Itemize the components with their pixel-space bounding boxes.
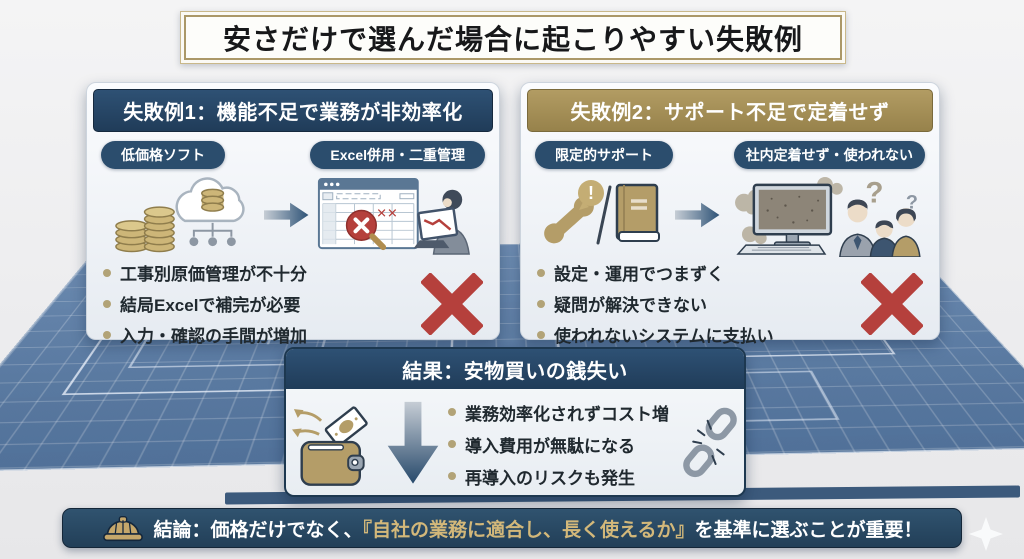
network-nodes xyxy=(189,237,236,247)
conclusion-banner: 結論：価格だけでなく、『自社の業務に適合し、長く使えるか』を基準に選ぶことが重要… xyxy=(62,508,962,548)
bullet-text: 導入費用が無駄になる xyxy=(465,436,635,456)
bullet-dot xyxy=(448,440,456,448)
failure2-tag-left: 限定的サポート xyxy=(535,141,673,169)
error-marks: ✕✕ xyxy=(376,205,398,220)
result-panel: 結果：安物買いの銭失い xyxy=(284,347,746,497)
unused-system-icon: ? ? xyxy=(735,177,921,257)
bullet-dot xyxy=(103,268,111,277)
bullet-text: 結局Excelで補完が必要 xyxy=(120,296,301,315)
arrow-right-icon xyxy=(264,202,309,228)
question-glyph: ? xyxy=(865,177,883,210)
failure1-tags: 低価格ソフト Excel併用・二重管理 xyxy=(87,138,499,169)
question-glyph: ? xyxy=(906,192,918,214)
alert-bubble xyxy=(578,180,604,206)
failure2-header: 失敗例2：サポート不足で定着せず xyxy=(527,89,933,132)
list-item: 設定・運用でつまずく xyxy=(537,260,861,285)
wallet xyxy=(300,440,365,486)
conclusion-prefix: 結論：価格だけでなく、 xyxy=(153,519,363,541)
bullet-dot xyxy=(537,330,545,339)
bullet-text: 工事別原価管理が不十分 xyxy=(120,265,307,284)
title-frame: 安さだけで選んだ場合に起こりやすい失敗例 xyxy=(184,15,842,60)
wallet-money-icon xyxy=(292,406,368,486)
failure2-illustration: ! xyxy=(521,172,939,258)
list-item: 使われないシステムに支払い xyxy=(537,322,861,347)
bullet-dot xyxy=(103,330,111,339)
bullet-dot xyxy=(448,408,456,416)
list-item: 結局Excelで補完が必要 xyxy=(103,291,421,316)
exclamation-glyph: ! xyxy=(588,183,594,203)
list-item: 疑問が解決できない xyxy=(537,291,861,316)
page-title: 安さだけで選んだ場合に起こりやすい失敗例 xyxy=(222,24,803,56)
failure1-panel: 失敗例1：機能不足で業務が非効率化 低価格ソフト Excel併用・二重管理 xyxy=(86,82,500,346)
bullet-text: 使われないシステムに支払い xyxy=(554,327,774,346)
hardhat-icon xyxy=(102,515,143,541)
bullet-dot xyxy=(103,299,111,308)
bullet-text: 疑問が解決できない xyxy=(554,296,707,315)
network-lines xyxy=(192,222,233,237)
failure1-tag-right: Excel併用・二重管理 xyxy=(310,141,485,169)
conclusion-text: 結論：価格だけでなく、『自社の業務に適合し、長く使えるか』を基準に選ぶことが重要… xyxy=(154,515,923,542)
sparkle-icon xyxy=(969,517,1003,551)
arrow-down-icon xyxy=(387,401,439,484)
bullet-dot xyxy=(537,299,545,308)
failure1-header: 失敗例1：機能不足で業務が非効率化 xyxy=(93,89,493,132)
broken-chain-icon xyxy=(683,407,737,478)
confused-users xyxy=(839,199,921,257)
bullet-text: 入力・確認の手間が増加 xyxy=(120,327,307,346)
phone-manual-icon: ! xyxy=(544,180,660,245)
failure2-panel: 失敗例2：サポート不足で定着せず 限定的サポート 社内定着せず・使われない ! xyxy=(520,82,940,346)
list-item: 業務効率化されずコスト増 xyxy=(448,400,680,425)
worker-person xyxy=(413,189,470,255)
failure2-tags: 限定的サポート 社内定着せず・使われない xyxy=(521,138,939,169)
conclusion-suffix: を基準に選ぶことが重要！ xyxy=(694,519,923,541)
magnifier-handle xyxy=(369,233,387,251)
bullet-dot xyxy=(448,472,456,480)
spreadsheet-error-icon: ✕✕ xyxy=(317,177,470,255)
bullet-dot xyxy=(537,268,545,277)
title-banner: 安さだけで選んだ場合に起こりやすい失敗例 xyxy=(180,11,846,64)
bullet-text: 再導入のリスクも発生 xyxy=(465,468,635,488)
list-item: 入力・確認の手間が増加 xyxy=(103,322,421,347)
banknote xyxy=(324,406,368,447)
x-mark-icon xyxy=(421,272,483,335)
break-sparks xyxy=(692,419,725,465)
result-bullet-list: 業務効率化されずコスト増 導入費用が無駄になる 再導入のリスクも発生 xyxy=(442,400,680,489)
failure1-illustration: ✕✕ xyxy=(87,172,499,258)
bullet-text: 業務効率化されずコスト増 xyxy=(465,404,669,424)
x-mark-icon xyxy=(861,272,923,335)
manual-book xyxy=(615,183,660,242)
slash-divider xyxy=(596,185,612,245)
list-item: 工事別原価管理が不十分 xyxy=(103,260,421,285)
failure1-tag-left: 低価格ソフト xyxy=(101,141,225,169)
failure2-bullet-list: 設定・運用でつまずく 疑問が解決できない 使われないシステムに支払い xyxy=(537,260,861,347)
dusty-monitor xyxy=(736,183,833,255)
failure1-bullet-list: 工事別原価管理が不十分 結局Excelで補完が必要 入力・確認の手間が増加 xyxy=(103,260,421,347)
bullet-text: 設定・運用でつまずく xyxy=(554,265,724,284)
arrow-right-icon xyxy=(675,202,720,228)
list-item: 導入費用が無駄になる xyxy=(448,432,680,457)
failure2-tag-right: 社内定着せず・使われない xyxy=(733,141,925,169)
list-item: 再導入のリスクも発生 xyxy=(448,464,680,489)
result-header: 結果：安物買いの銭失い xyxy=(286,349,744,389)
database-shape xyxy=(201,188,225,212)
conclusion-highlight: 『自社の業務に適合し、長く使えるか』 xyxy=(362,519,695,541)
cheap-software-cloud-icon xyxy=(115,177,245,253)
